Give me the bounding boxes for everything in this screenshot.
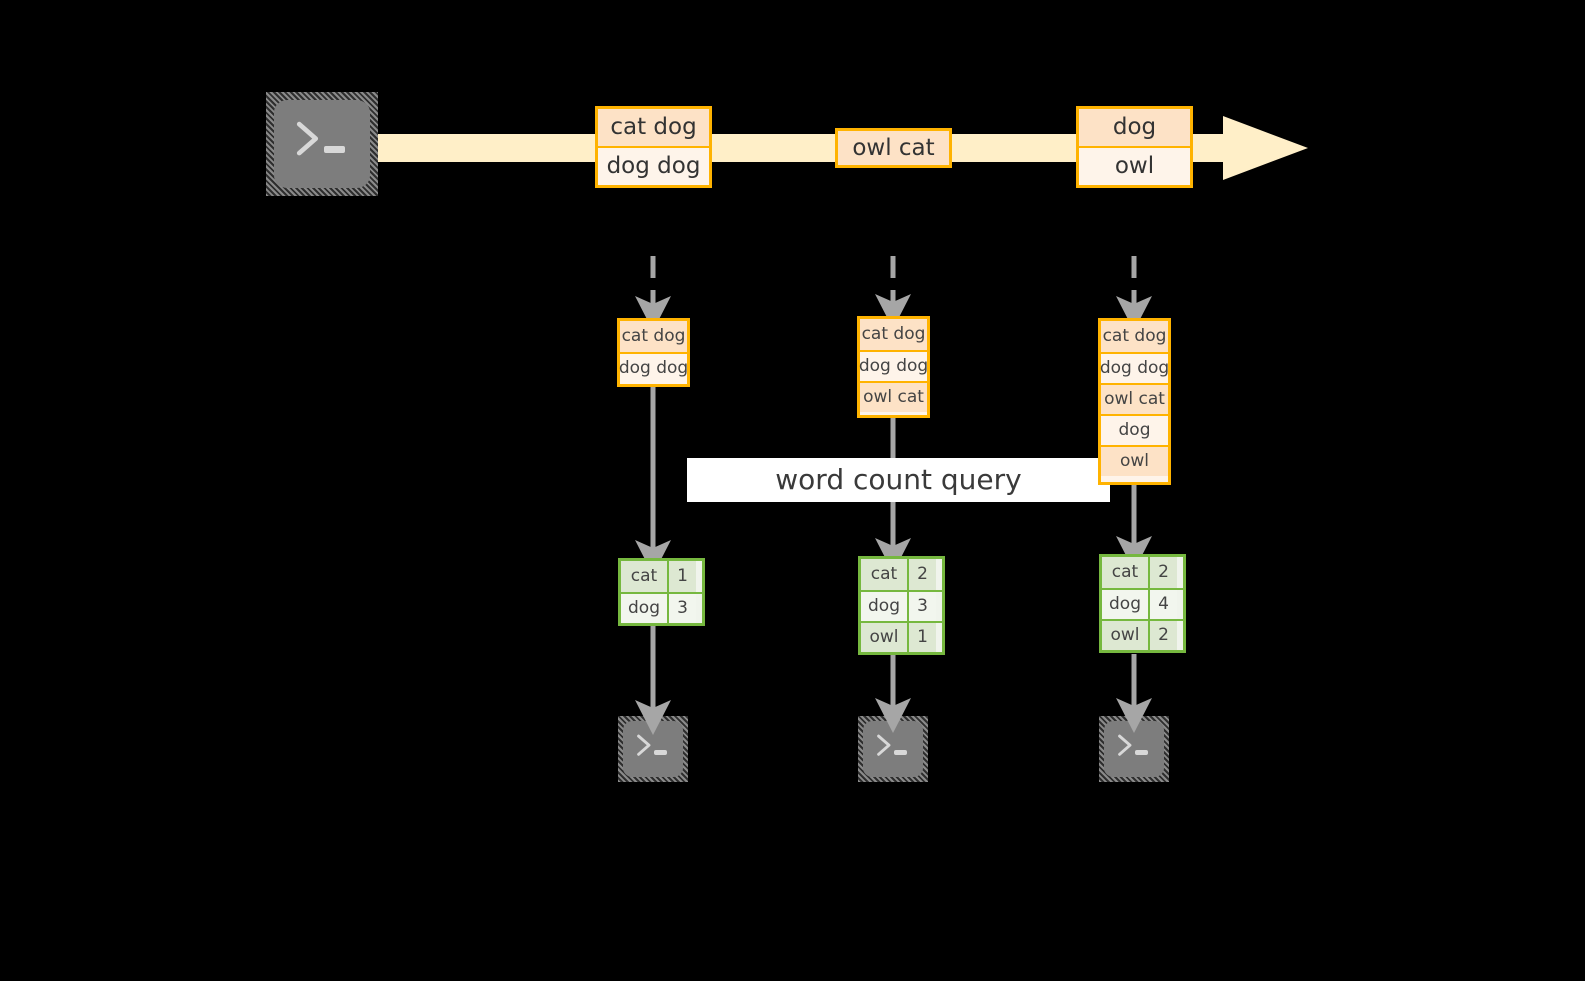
prompt-underscore-icon — [323, 145, 346, 153]
input-row: cat dog — [860, 319, 927, 350]
result-row: owl 2 — [1102, 619, 1183, 650]
prompt-underscore-icon — [1135, 750, 1149, 755]
accumulated-input-table[interactable]: cat dog dog dog owl cat dog owl — [1098, 318, 1171, 485]
result-word: dog — [861, 592, 907, 621]
sink-terminal-icon[interactable] — [1099, 716, 1169, 782]
source-terminal-icon[interactable] — [266, 92, 378, 196]
stream-event-line: dog dog — [598, 146, 709, 185]
word-count-result-table[interactable]: cat 1 dog 3 — [618, 558, 705, 626]
result-row: dog 4 — [1102, 588, 1183, 619]
stream-event-line: dog — [1079, 109, 1190, 146]
result-row: dog 3 — [621, 592, 702, 623]
stream-event-box[interactable]: dog owl — [1076, 106, 1193, 188]
result-count: 4 — [1148, 590, 1177, 619]
accumulated-input-table[interactable]: cat dog dog dog owl cat — [857, 316, 930, 418]
accumulated-input-table[interactable]: cat dog dog dog — [617, 318, 690, 387]
stream-event-box[interactable]: owl cat — [835, 128, 952, 168]
result-row: cat 1 — [621, 561, 702, 592]
prompt-chevron-icon — [296, 121, 319, 156]
input-row: owl cat — [1101, 383, 1168, 414]
input-row: dog — [1101, 414, 1168, 445]
result-word: dog — [621, 594, 667, 623]
input-row: cat dog — [620, 321, 687, 352]
result-row: cat 2 — [1102, 557, 1183, 588]
sink-terminal-icon[interactable] — [858, 716, 928, 782]
result-word: dog — [1102, 590, 1148, 619]
input-row: owl cat — [860, 381, 927, 412]
result-word: cat — [621, 561, 667, 592]
result-row: cat 2 — [861, 559, 942, 590]
result-count: 1 — [667, 561, 696, 592]
prompt-chevron-icon — [637, 735, 651, 757]
result-count: 1 — [907, 623, 936, 652]
prompt-underscore-icon — [894, 750, 908, 755]
input-row: dog dog — [859, 350, 928, 381]
input-row: dog dog — [619, 352, 688, 383]
result-count: 2 — [1148, 557, 1177, 588]
result-word: owl — [1102, 621, 1148, 650]
result-row: owl 1 — [861, 621, 942, 652]
query-banner: word count query — [687, 458, 1110, 502]
result-count: 3 — [667, 594, 696, 623]
result-count: 2 — [1148, 621, 1177, 650]
stream-event-box[interactable]: cat dog dog dog — [595, 106, 712, 188]
prompt-chevron-icon — [877, 735, 891, 757]
query-label: word count query — [775, 463, 1022, 496]
result-count: 3 — [907, 592, 936, 621]
result-word: owl — [861, 623, 907, 652]
stream-event-line: owl — [1079, 146, 1190, 185]
result-word: cat — [861, 559, 907, 590]
prompt-underscore-icon — [654, 750, 668, 755]
result-row: dog 3 — [861, 590, 942, 621]
word-count-result-table[interactable]: cat 2 dog 3 owl 1 — [858, 556, 945, 655]
input-row: dog dog — [1100, 352, 1169, 383]
word-count-result-table[interactable]: cat 2 dog 4 owl 2 — [1099, 554, 1186, 653]
prompt-chevron-icon — [1118, 735, 1132, 757]
input-row: owl — [1101, 445, 1168, 476]
sink-terminal-icon[interactable] — [618, 716, 688, 782]
stream-event-line: cat dog — [598, 109, 709, 146]
result-word: cat — [1102, 557, 1148, 588]
stream-event-line: owl cat — [838, 131, 949, 165]
result-count: 2 — [907, 559, 936, 590]
input-row: cat dog — [1101, 321, 1168, 352]
